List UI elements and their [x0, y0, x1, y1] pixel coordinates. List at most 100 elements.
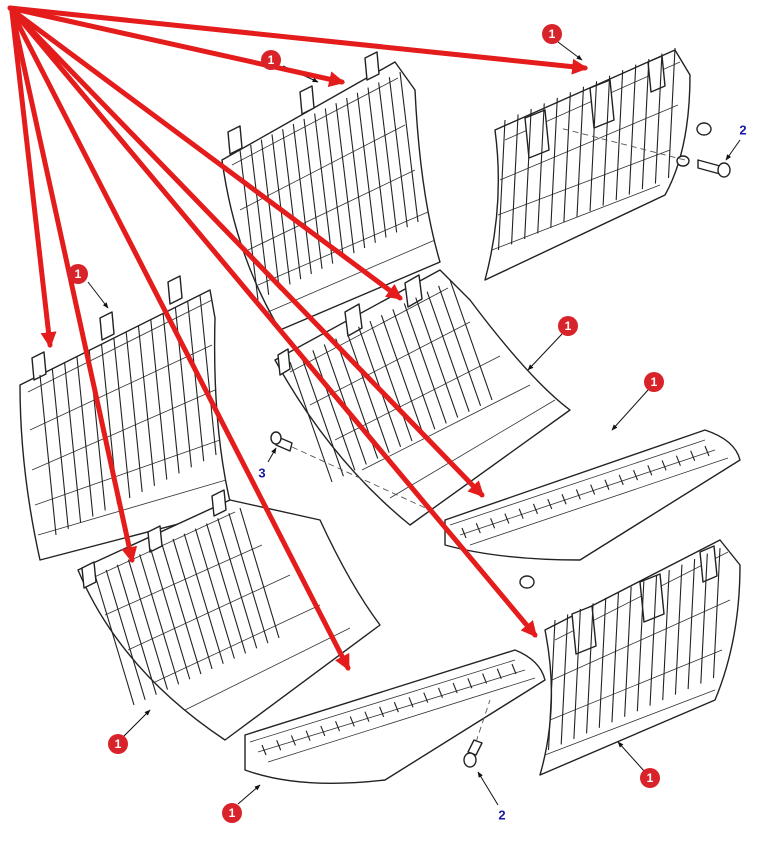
grate-bar [172, 538, 213, 670]
grate-bar [162, 313, 180, 474]
grate-bar [289, 361, 333, 483]
grate-bar [641, 59, 650, 190]
grate-bar [636, 581, 645, 712]
slot [276, 740, 282, 751]
grate-bar [51, 368, 69, 529]
grate-bar [611, 592, 620, 723]
bolt-left [270, 431, 431, 511]
grate-bar [139, 554, 180, 685]
grate-bar [150, 319, 168, 480]
grate-bar [589, 81, 598, 212]
grate-bar [573, 608, 581, 739]
slot [704, 445, 710, 457]
grate-bar [335, 103, 355, 254]
slot [604, 479, 610, 490]
grate-bar [649, 575, 658, 706]
grate-bar [563, 92, 571, 223]
slot [379, 706, 385, 718]
slot [437, 687, 443, 699]
grate-bar [137, 325, 156, 486]
slot [290, 735, 296, 746]
slot [408, 697, 414, 708]
grate-bar [712, 547, 721, 679]
grate-bar [199, 294, 217, 456]
callout-1-left: 1 [68, 264, 88, 284]
grate-bar [187, 301, 205, 462]
cover-plate-bottom-center [244, 649, 546, 785]
red-arrows [7, 5, 589, 671]
grate-bar [150, 549, 191, 680]
slot [590, 484, 596, 495]
grate-bar [239, 507, 280, 639]
grate-bar [602, 75, 611, 206]
grate-bar [674, 564, 683, 695]
slot [261, 744, 267, 756]
callout-1-middle-right: 1 [644, 372, 664, 392]
slot [482, 673, 488, 684]
slot [393, 701, 399, 713]
grate-bar [367, 87, 387, 238]
grate-bar [537, 103, 545, 234]
grate-bar [105, 569, 146, 701]
label-bolt-top-right: 2 [739, 123, 746, 138]
callout-1-middle-center: 1 [558, 316, 578, 336]
concave-lower-left [77, 489, 381, 741]
grate-bar [127, 559, 168, 690]
grate-bar [94, 574, 135, 706]
grate-bar [217, 518, 258, 649]
slot [467, 678, 473, 689]
grate-bar [524, 108, 532, 239]
slot [475, 522, 481, 534]
slot [511, 663, 517, 675]
svg-text:1: 1 [549, 27, 556, 41]
grate-bar [282, 129, 302, 280]
grate-bar [369, 320, 413, 442]
grate-bar [700, 553, 708, 684]
grate-bar [449, 279, 493, 401]
concave-bottom-right [539, 539, 741, 776]
concave-grate-top-center [221, 51, 441, 331]
svg-text:1: 1 [268, 53, 275, 67]
grate-bar [438, 285, 482, 407]
callout-1-bottom-center: 1 [222, 803, 242, 823]
slot [452, 682, 458, 694]
slot [547, 498, 553, 510]
slot [675, 455, 681, 466]
grate-bar [399, 71, 419, 223]
grate-bar [228, 512, 269, 644]
grate-bar [183, 533, 224, 664]
slot [690, 450, 696, 462]
nut-middle [519, 575, 535, 589]
grate-bar [426, 291, 470, 412]
slot [618, 474, 624, 486]
svg-text:1: 1 [229, 806, 236, 820]
grate-bar [194, 528, 235, 659]
grate-bar [403, 303, 447, 424]
slot [504, 513, 510, 524]
grate-bar [628, 64, 637, 195]
label-bolt-left: 3 [258, 466, 265, 481]
concave-top-right [484, 47, 691, 281]
callout-1-top-right: 1 [542, 24, 562, 44]
slot [461, 527, 467, 539]
grate-bar [300, 355, 344, 477]
grate-bar [654, 53, 663, 184]
grate-bar [303, 118, 323, 269]
slot [496, 668, 502, 679]
grate-bar [560, 614, 569, 745]
callout-1-bottom-right: 1 [640, 768, 660, 788]
grate-bar [39, 374, 57, 536]
grate-bar [206, 523, 247, 654]
grate-bar [662, 570, 670, 701]
concave-middle-center [274, 269, 571, 526]
grate-bar [378, 82, 398, 233]
slot [490, 518, 496, 529]
slot [349, 716, 355, 727]
grate-bar [598, 597, 607, 728]
slot [661, 460, 667, 471]
grate-bar [356, 92, 376, 243]
grate-bar [125, 331, 143, 492]
slot [423, 692, 429, 703]
